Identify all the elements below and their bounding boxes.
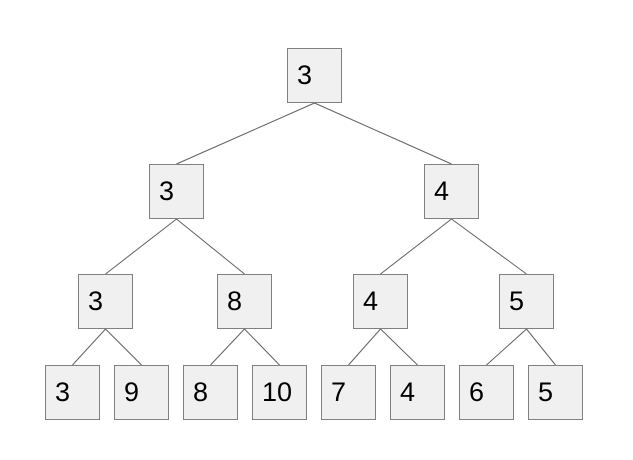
tree-node-label: 4: [363, 286, 379, 316]
tree-node-l2-0: 3: [78, 274, 133, 329]
tree-node-l1-1: 4: [424, 164, 479, 219]
tree-node-l3-3: 10: [252, 365, 307, 420]
tree-node-l3-6: 6: [459, 365, 514, 420]
tree-node-label: 8: [227, 286, 243, 316]
tree-node-root: 3: [287, 48, 342, 103]
tree-node-label: 4: [434, 176, 450, 206]
tree-node-l3-1: 9: [114, 365, 169, 420]
tree-node-l2-3: 5: [499, 274, 554, 329]
tree-node-l3-5: 4: [390, 365, 445, 420]
tree-node-label: 3: [297, 60, 313, 90]
tree-node-l3-4: 7: [321, 365, 376, 420]
tree-node-l3-2: 8: [183, 365, 238, 420]
tree-node-label: 7: [331, 377, 347, 407]
tree-node-label: 6: [469, 377, 485, 407]
tree-node-label: 10: [262, 377, 293, 407]
tree-node-label: 5: [538, 377, 554, 407]
tree-node-label: 8: [193, 377, 209, 407]
tree-node-label: 9: [124, 377, 140, 407]
tree-node-label: 3: [88, 286, 104, 316]
tree-node-l3-0: 3: [45, 365, 100, 420]
tree-node-l3-7: 5: [528, 365, 583, 420]
tree-node-label: 3: [159, 176, 175, 206]
tree-node-l2-1: 8: [217, 274, 272, 329]
tree-node-l1-0: 3: [149, 164, 204, 219]
tree-node-label: 4: [400, 377, 416, 407]
tree-node-l2-2: 4: [353, 274, 408, 329]
tree-node-label: 3: [55, 377, 71, 407]
tree-node-label: 5: [509, 286, 525, 316]
